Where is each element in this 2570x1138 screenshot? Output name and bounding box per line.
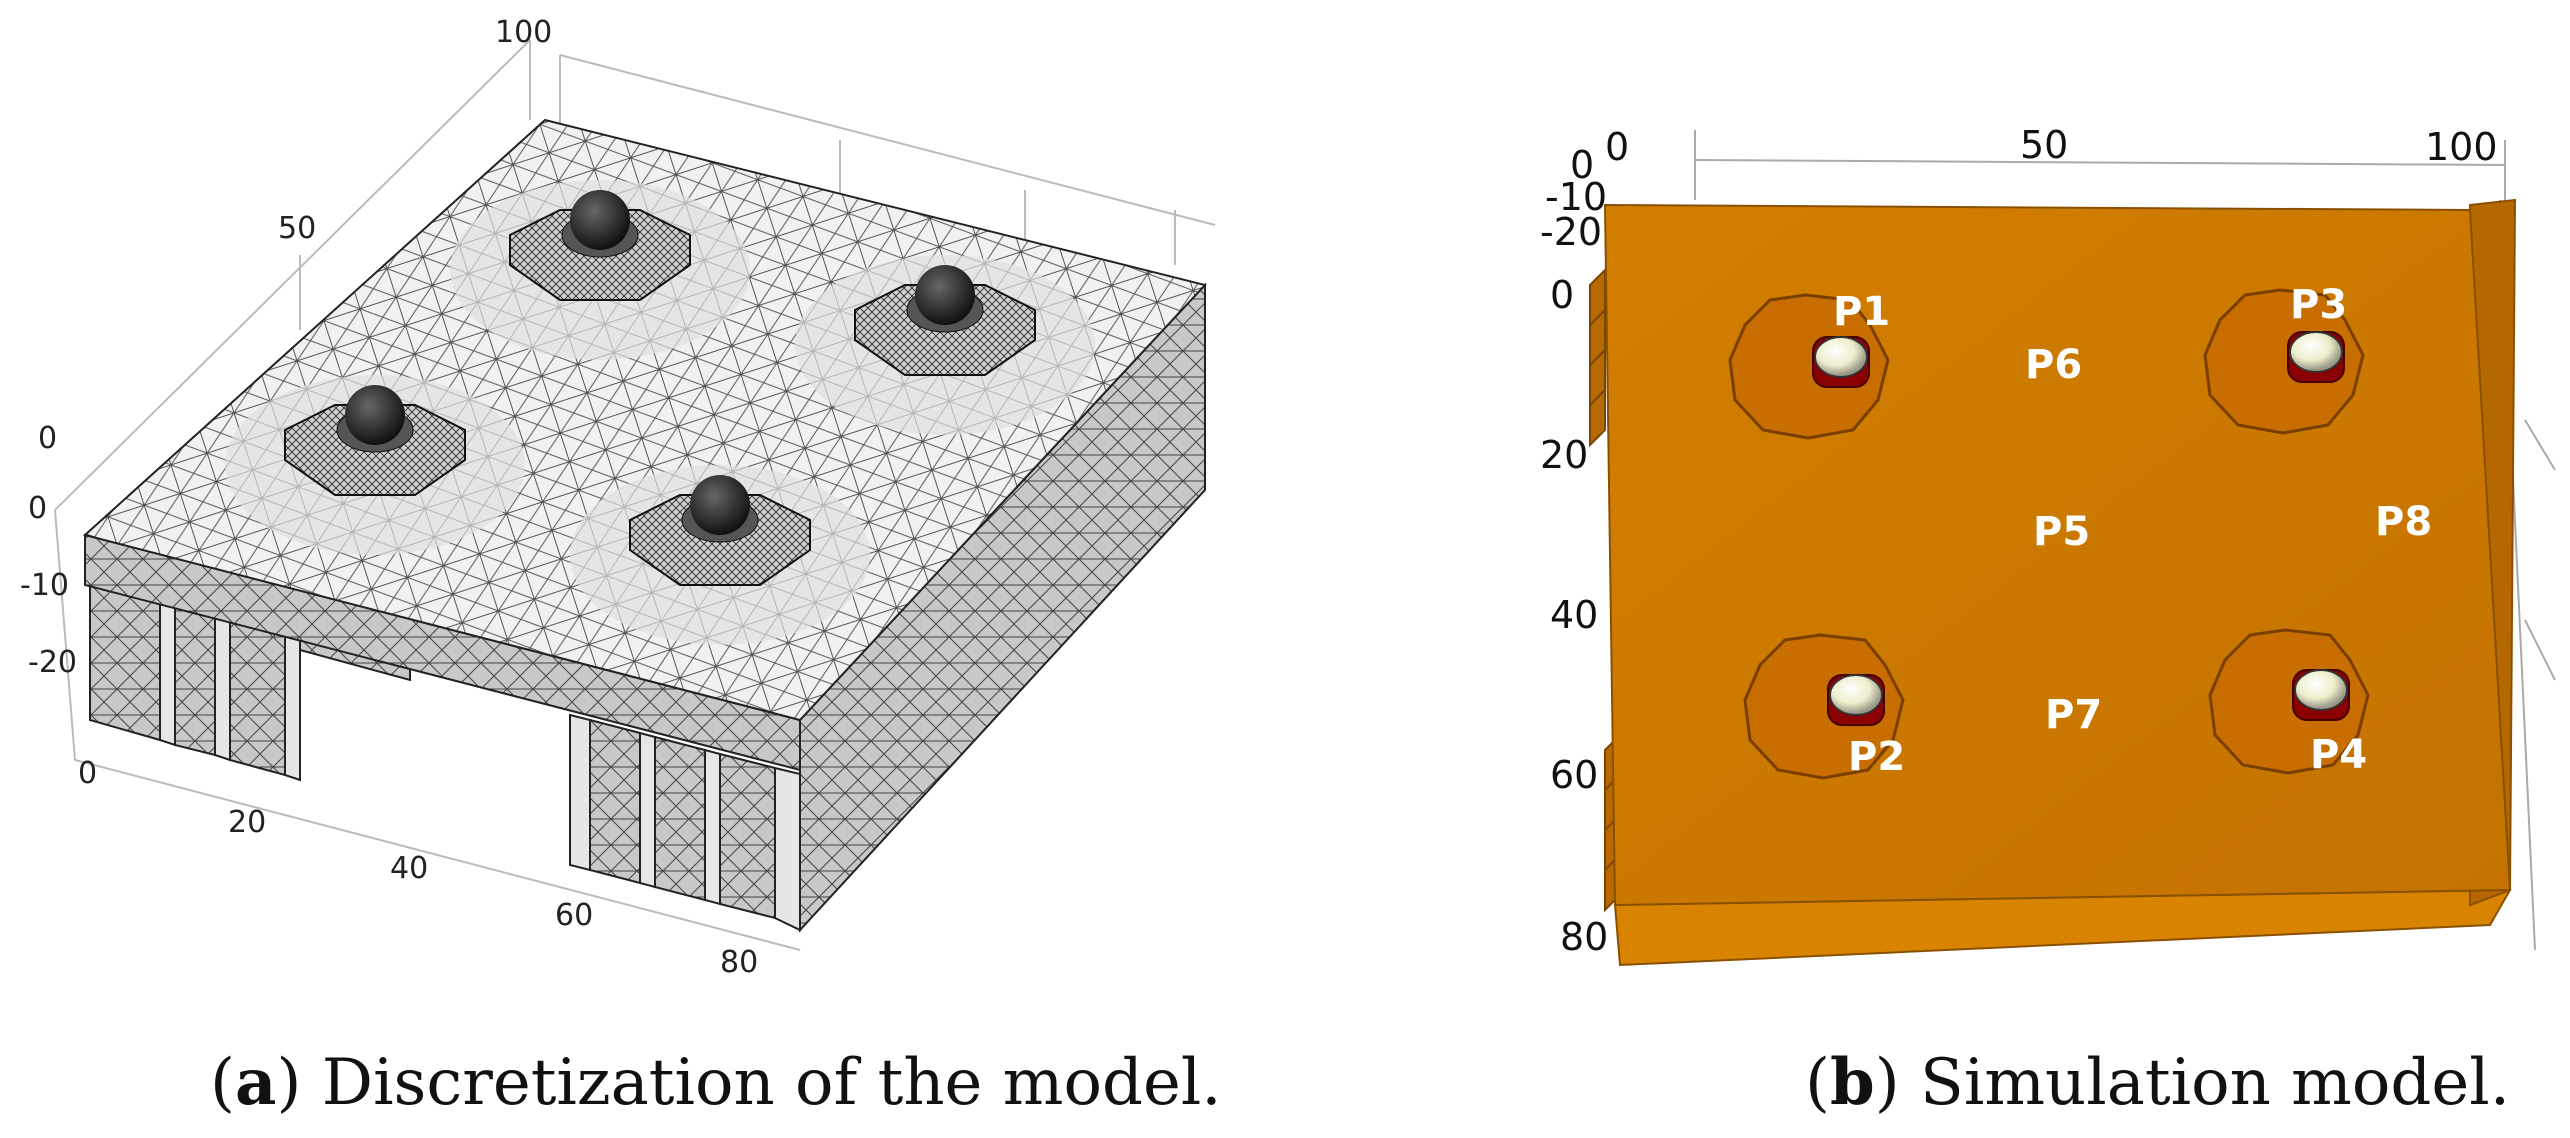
led-pad-p2: [1743, 633, 1905, 780]
label-p6: P6: [2025, 342, 2082, 388]
tick-x-0: 0: [78, 756, 97, 791]
tick-depth-50: 50: [278, 211, 316, 246]
label-p4: P4: [2310, 732, 2367, 778]
tick-depth-100: 100: [495, 15, 552, 50]
plate-top: [1603, 203, 2512, 907]
label-p1: P1: [1833, 289, 1890, 335]
label-p2: P2: [1848, 734, 1905, 780]
tick-left-20: 20: [1540, 433, 1588, 477]
tick-z-m10: -10: [20, 568, 69, 603]
simulation-model-drawing: P1 P2 P3 P4 P5 P6 P7 P8 0 50 100 0 -10 -…: [1540, 123, 2556, 967]
mesh-model-drawing: 100 50 0 0 -10 -20 0 20 40 60 80: [20, 15, 1216, 980]
label-p5: P5: [2033, 509, 2090, 555]
caption-a-letter: a: [234, 1045, 277, 1120]
tick-left-0a: 0: [1570, 143, 1594, 187]
led-pad-p1: [1728, 293, 1890, 440]
caption-a-text: Discretization of the model.: [301, 1046, 1222, 1120]
caption-a: (a) Discretization of the model.: [210, 1045, 1222, 1120]
tick-left-0: 0: [1550, 273, 1574, 317]
panel-a-mesh-figure: 100 50 0 0 -10 -20 0 20 40 60 80 (a) Dis…: [20, 15, 1222, 1120]
panel-b-simulation-figure: P1 P2 P3 P4 P5 P6 P7 P8 0 50 100 0 -10 -…: [1285, 0, 2570, 1138]
tick-x-60: 60: [555, 898, 593, 933]
label-p7: P7: [2045, 692, 2102, 738]
tick-top-50: 50: [2020, 123, 2068, 167]
tick-x-40: 40: [390, 851, 428, 886]
tick-left-m10: -10: [1545, 175, 1607, 219]
tick-z-0: 0: [28, 491, 47, 526]
caption-b-letter: b: [1829, 1045, 1875, 1120]
tick-left-60: 60: [1550, 753, 1598, 797]
tick-z-m20: -20: [28, 645, 77, 680]
label-p8: P8: [2375, 499, 2432, 545]
tick-left-40: 40: [1550, 593, 1598, 637]
led-mount-2: [795, 255, 1095, 435]
tick-top-0: 0: [1605, 125, 1629, 169]
fins-right: [569, 713, 801, 932]
axis-frame: [54, 39, 1216, 951]
led-mount-1: [450, 180, 750, 360]
caption-b: (b) Simulation model.: [1805, 1045, 2511, 1120]
tick-x-80: 80: [720, 945, 758, 980]
led-mount-4: [570, 465, 870, 645]
led-pad-p4: [2208, 628, 2370, 775]
caption-b-text: Simulation model.: [1899, 1046, 2511, 1120]
tick-depth-0: 0: [38, 421, 57, 456]
tick-left-m20: -20: [1540, 210, 1602, 254]
tick-left-80: 80: [1560, 915, 1608, 959]
tick-top-100: 100: [2425, 125, 2498, 169]
label-p3: P3: [2290, 282, 2347, 328]
led-mount-3: [225, 375, 525, 555]
tick-x-20: 20: [228, 805, 266, 840]
led-pad-p3: [2203, 288, 2365, 435]
